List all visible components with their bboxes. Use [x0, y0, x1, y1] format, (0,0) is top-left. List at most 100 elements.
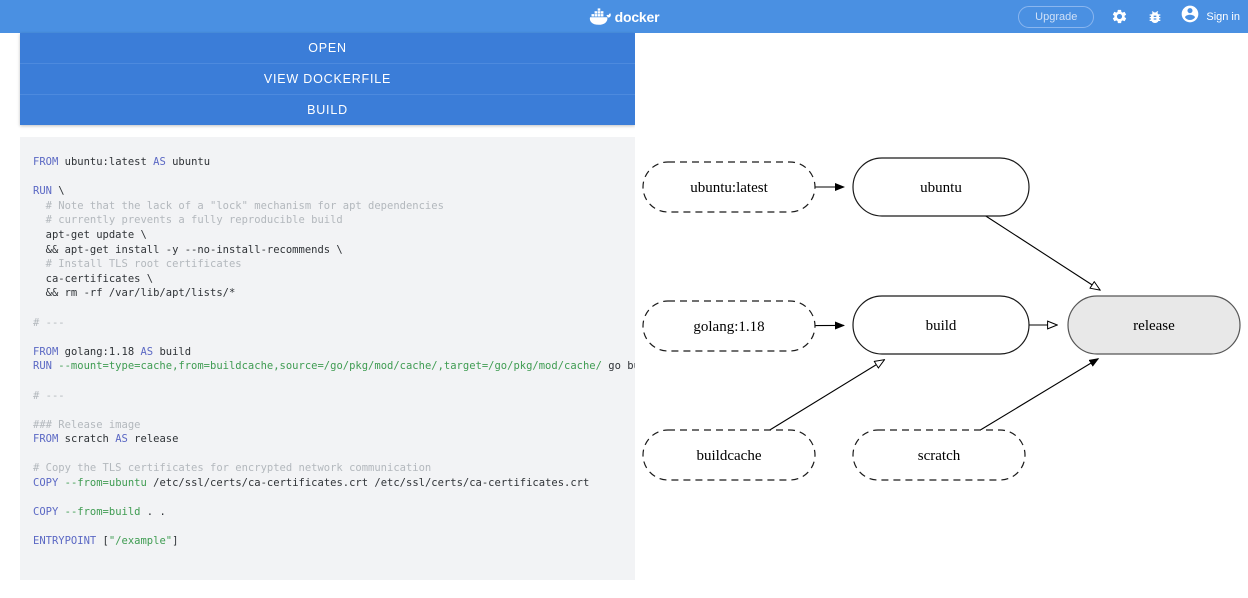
node-label: ubuntu [920, 180, 962, 196]
dockerfile-code-panel[interactable]: FROM ubuntu:latest AS ubuntu RUN \ # Not… [20, 137, 635, 580]
docker-brand: docker [589, 7, 660, 26]
sign-in-button[interactable]: Sign in [1180, 4, 1240, 29]
code-token: # Install TLS root certificates [33, 258, 242, 271]
node-shape [642, 161, 816, 213]
code-token: --from=build [58, 506, 141, 519]
header-actions: Upgrade Sign in [1018, 0, 1240, 33]
code-line [33, 491, 635, 506]
code-line [33, 374, 635, 389]
build-graph: ubuntu:latest ubuntu golang:1.18 build relea… [642, 157, 1241, 481]
code-line: ENTRYPOINT ["/example"] [33, 534, 635, 549]
bug-icon[interactable] [1144, 5, 1167, 28]
code-token: FROM [33, 156, 59, 168]
code-line: && rm -rf /var/lib/apt/lists/* [33, 286, 635, 301]
code-token: ENTRYPOINT [33, 535, 97, 548]
build-button[interactable]: BUILD [20, 95, 635, 125]
code-token: ubuntu:latest [58, 156, 154, 168]
code-token: build [153, 345, 192, 358]
graph-edge-scratch-to-release [980, 358, 1100, 431]
code-line: apt-get update \ [33, 228, 635, 243]
code-token: . . [140, 506, 166, 519]
code-token: FROM [33, 345, 59, 358]
node-label: ubuntu:latest [690, 180, 768, 196]
code-line: COPY --from=ubuntu /etc/ssl/certs/ca-cer… [33, 476, 635, 491]
code-token: # --- [33, 316, 65, 329]
node-label: scratch [918, 448, 961, 464]
code-token: # currently prevents a fully reproducibl… [33, 214, 343, 227]
graph-node-ubuntu-latest[interactable]: ubuntu:latest [642, 161, 816, 213]
graph-node-scratch[interactable]: scratch [852, 429, 1026, 481]
code-line: && apt-get install -y --no-install-recom… [33, 243, 635, 258]
code-line: # Note that the lack of a "lock" mechani… [33, 199, 635, 214]
code-token: scratch [58, 433, 116, 446]
code-token: COPY [33, 506, 59, 519]
code-token: [ [96, 535, 109, 548]
code-token: AS [115, 433, 128, 446]
node-shape [852, 157, 1030, 217]
node-shape [852, 429, 1026, 481]
code-line [33, 170, 635, 185]
graph-node-buildcache[interactable]: buildcache [642, 429, 816, 481]
code-token: go build [608, 360, 635, 373]
graph-node-golang-118[interactable]: golang:1.18 [642, 300, 816, 352]
code-line: FROM golang:1.18 AS build [33, 345, 635, 360]
code-token: \ [51, 185, 65, 198]
code-token: AS [153, 156, 166, 168]
action-button-stack: OPEN VIEW DOCKERFILE BUILD [20, 33, 635, 125]
left-column: OPEN VIEW DOCKERFILE BUILD [20, 33, 635, 125]
code-line: RUN \ [33, 184, 635, 199]
code-token: # Copy the TLS certificates for encrypte… [33, 462, 432, 475]
code-line: ca-certificates \ [33, 272, 635, 287]
code-line [33, 301, 635, 316]
code-line [33, 330, 635, 345]
code-line: # --- [33, 389, 635, 404]
docker-whale-icon [589, 7, 611, 26]
code-line: # Install TLS root certificates [33, 257, 635, 272]
code-token: RUN [33, 360, 52, 373]
node-shape [1067, 295, 1241, 355]
code-line: FROM scratch AS release [33, 432, 635, 447]
node-label: buildcache [697, 448, 762, 464]
upgrade-button[interactable]: Upgrade [1018, 5, 1095, 28]
code-token: FROM [33, 433, 59, 446]
code-token: apt-get update \ [33, 228, 147, 241]
code-line: COPY --from=build . . [33, 505, 635, 520]
code-token: /etc/ssl/certs/ca-certificates.crt /etc/… [146, 477, 590, 490]
code-token: release [127, 433, 179, 446]
code-token: ubuntu [165, 156, 211, 168]
node-shape [852, 295, 1030, 355]
graph-edge-ubuntu-to-release [985, 215, 1100, 290]
code-token: --from=ubuntu [58, 477, 147, 490]
node-label: release [1133, 318, 1175, 334]
code-line: FROM ubuntu:latest AS ubuntu [33, 155, 635, 170]
node-shape [642, 300, 816, 352]
node-label: build [926, 318, 957, 334]
app-header: docker Upgrade Sign in [0, 0, 1248, 33]
code-token: ] [172, 535, 179, 548]
graph-node-release[interactable]: release [1067, 295, 1241, 355]
code-token: "/example" [108, 535, 173, 548]
sign-in-label: Sign in [1206, 10, 1240, 23]
code-line: # --- [33, 316, 635, 331]
code-token: # --- [33, 389, 65, 402]
code-token: --mount=type=cache,from=buildcache,sourc… [51, 360, 602, 373]
gear-icon[interactable] [1108, 5, 1131, 28]
account-circle-icon [1180, 4, 1200, 29]
code-line [33, 447, 635, 462]
code-token: golang:1.18 [58, 345, 141, 358]
graph-node-ubuntu[interactable]: ubuntu [852, 157, 1030, 217]
code-line [33, 403, 635, 418]
code-token: AS [140, 345, 154, 358]
code-token: && apt-get install -y --no-install-recom… [33, 243, 343, 256]
view-dockerfile-button[interactable]: VIEW DOCKERFILE [20, 64, 635, 95]
code-token: ### Release image [33, 418, 141, 431]
code-token: ca-certificates \ [33, 272, 154, 285]
dockerfile-code: FROM ubuntu:latest AS ubuntu RUN \ # Not… [33, 155, 635, 549]
open-button[interactable]: OPEN [20, 33, 635, 64]
code-line: # Copy the TLS certificates for encrypte… [33, 461, 635, 476]
graph-node-build[interactable]: build [852, 295, 1030, 355]
code-line [33, 520, 635, 535]
node-label: golang:1.18 [693, 319, 764, 335]
code-line: # currently prevents a fully reproducibl… [33, 213, 635, 228]
graph-edge-buildcache-to-build [769, 360, 885, 431]
